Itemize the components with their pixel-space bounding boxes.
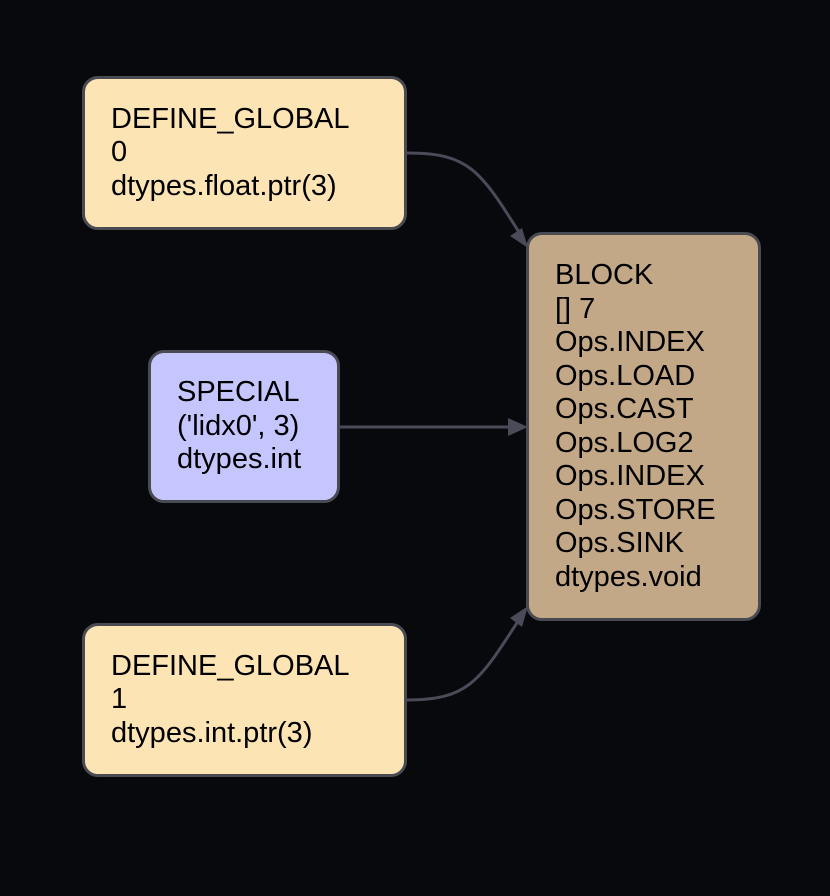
node-label-line: Ops.LOAD bbox=[555, 359, 696, 392]
node-label-line: SPECIAL bbox=[177, 376, 300, 409]
node-label-line: dtypes.void bbox=[555, 560, 702, 593]
node-label-line: DEFINE_GLOBAL bbox=[111, 649, 350, 682]
node-label-line: Ops.CAST bbox=[555, 393, 694, 425]
node-block[interactable]: BLOCK [] 7 Ops.INDEX Ops.LOAD Ops.CAST O… bbox=[526, 232, 761, 621]
node-label-line: [] 7 bbox=[555, 292, 596, 325]
node-label-line: Ops.LOG2 bbox=[555, 426, 694, 459]
node-label-line: BLOCK bbox=[555, 259, 654, 291]
edge-special-arrowhead bbox=[508, 418, 528, 436]
node-label-line: dtypes.int.ptr(3) bbox=[111, 716, 313, 749]
node-special[interactable]: SPECIAL ('lidx0', 3) dtypes.int bbox=[148, 350, 340, 503]
node-define-global-0[interactable]: DEFINE_GLOBAL 0 dtypes.float.ptr(3) bbox=[82, 76, 407, 230]
node-label-line: Ops.INDEX bbox=[555, 326, 705, 358]
node-label-line: DEFINE_GLOBAL bbox=[111, 102, 350, 135]
edge-dg1-to-block bbox=[406, 614, 524, 702]
node-define-global-1[interactable]: DEFINE_GLOBAL 1 dtypes.int.ptr(3) bbox=[82, 623, 407, 777]
node-label-line: ('lidx0', 3) bbox=[177, 409, 300, 442]
node-label-line: dtypes.float.ptr(3) bbox=[111, 169, 337, 202]
node-label-line: Ops.STORE bbox=[555, 493, 716, 526]
node-label-line: Ops.SINK bbox=[555, 527, 684, 559]
edge-dg1-arrowhead bbox=[510, 606, 528, 627]
edge-dg0-to-block bbox=[406, 151, 526, 241]
node-label-line: Ops.INDEX bbox=[555, 460, 705, 492]
node-label-line: 0 bbox=[111, 136, 128, 169]
node-label-line: dtypes.int bbox=[177, 443, 302, 476]
node-label-line: 1 bbox=[111, 683, 128, 716]
edge-dg0-arrowhead bbox=[510, 228, 528, 248]
